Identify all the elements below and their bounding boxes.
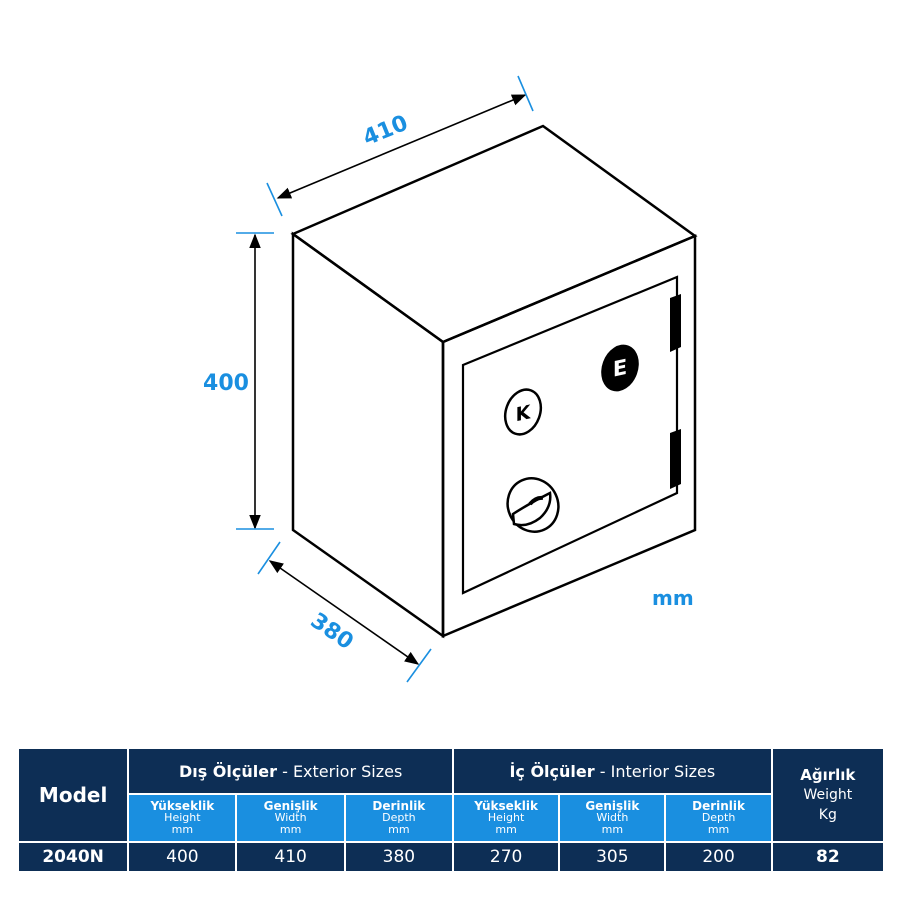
interior-header-en: Interior Sizes [610,761,716,781]
interior-sizes-header: İç Ölçüler - Interior Sizes [453,749,771,793]
handle-icon [506,477,560,533]
height-dimension: 400 [203,232,274,530]
hinge-icon [670,429,681,489]
specifications-table: Model Dış Ölçüler - Exterior Sizes İç Öl… [17,747,885,873]
weight-header-unit: Kg [818,807,837,823]
header-separator: - [594,761,611,781]
safe-top-face [290,124,698,344]
door-hinges [670,294,681,489]
cell-ext-width: 410 [237,843,344,871]
depth-label: 380 [306,608,358,655]
cell-ext-depth: 380 [345,843,452,871]
safe-side-face [291,231,445,639]
header-separator: - [276,761,293,781]
cell-int-height: 270 [453,843,559,871]
cell-model: 2040N [19,843,128,871]
cell-ext-height: 400 [129,843,236,871]
exterior-header-tr: Dış Ölçüler [178,761,277,781]
weight-header-tr: Ağırlık [800,766,856,784]
unit-label: mm [652,586,694,610]
weight-header: Ağırlık Weight Kg [772,749,883,841]
svg-text:E: E [613,355,627,383]
cell-int-depth: 200 [666,843,771,871]
model-header: Model [19,749,128,841]
weight-header-en: Weight [803,787,853,803]
cell-int-width: 305 [560,843,665,871]
safe-body [290,124,698,639]
safe-dimension-drawing: E K 410 400 380 [203,75,698,683]
table-row: 2040N 400 410 380 270 305 200 82 [19,843,883,871]
exterior-sizes-header: Dış Ölçüler - Exterior Sizes [129,749,452,793]
hinge-icon [670,294,681,352]
table-header-row: Model Dış Ölçüler - Exterior Sizes İç Öl… [19,749,883,841]
key-lock-icon: K [503,388,543,436]
svg-text:K: K [516,400,532,426]
safe-front-face [441,234,697,638]
height-label: 400 [203,371,249,396]
depth-dimension: 380 [257,541,432,683]
electronic-lock-icon: E [601,344,639,392]
exterior-header-en: Exterior Sizes [292,761,403,781]
safe-door [461,275,679,595]
cell-weight: 82 [772,843,883,871]
width-dimension: 410 [266,75,534,217]
interior-header-tr: İç Ölçüler [509,761,595,781]
